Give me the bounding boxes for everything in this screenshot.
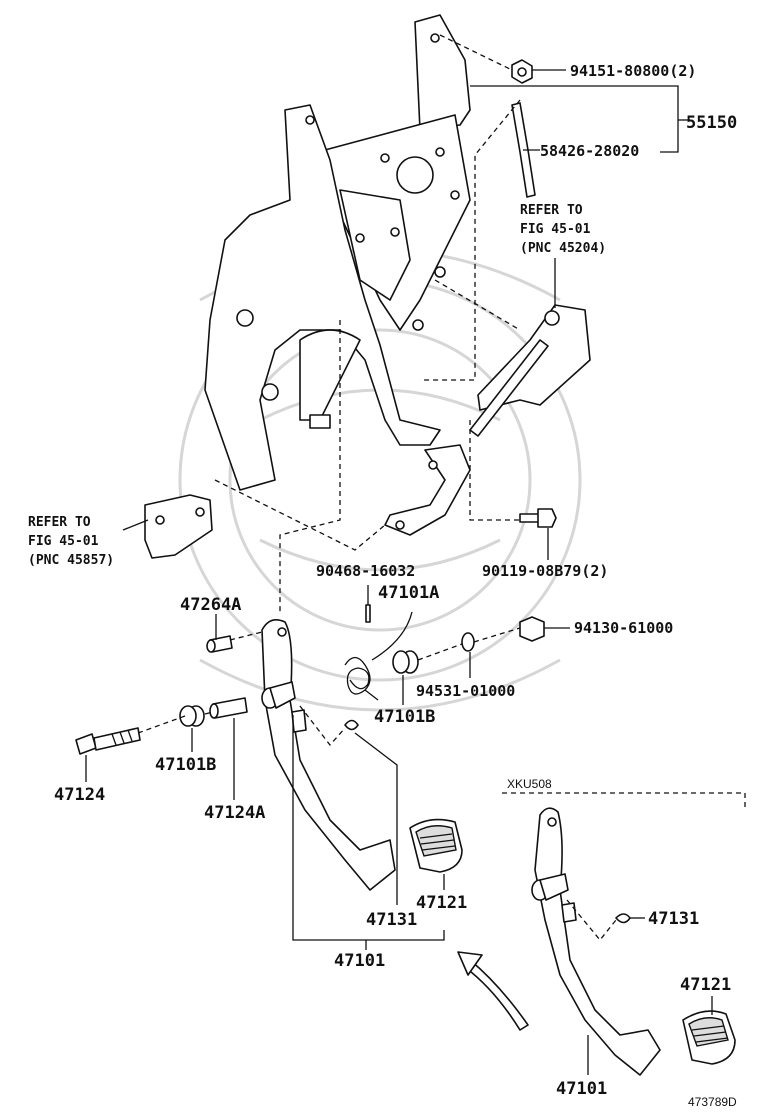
- return-spring: [344, 656, 379, 701]
- left-bracket: [144, 494, 213, 559]
- clip-47131-right: [615, 913, 631, 924]
- figure-id: 473789D: [688, 1095, 737, 1109]
- nut-94151: [511, 59, 533, 84]
- label-90119: 90119-08B79(2): [482, 562, 608, 580]
- dashed-reference-lines: [137, 34, 746, 942]
- label-47131-center: 47131: [366, 910, 417, 930]
- label-47101B-center: 47101B: [374, 707, 435, 727]
- label-47101B-left: 47101B: [155, 755, 216, 775]
- pin-90468: [365, 604, 371, 623]
- label-94531: 94531-01000: [416, 682, 515, 700]
- bolt-47124: [75, 727, 141, 755]
- leader-lines: [85, 69, 713, 1075]
- ref-left-line-2: FIG 45-01: [28, 534, 99, 549]
- label-47121-center: 47121: [416, 893, 467, 913]
- label-47131-right: 47131: [648, 909, 699, 929]
- ref-top-line-1: REFER TO: [520, 203, 583, 218]
- ref-top-line-2: FIG 45-01: [520, 222, 591, 237]
- pedal-support-bracket: [204, 14, 471, 491]
- variant-arrow: [457, 951, 529, 1031]
- bolt-90119: [519, 508, 557, 528]
- label-47101-right: 47101: [556, 1079, 607, 1099]
- label-47101-center: 47101: [334, 951, 385, 971]
- ref-left-line-1: REFER TO: [28, 515, 91, 530]
- label-55150: 55150: [686, 113, 737, 133]
- clip-47131-center: [344, 719, 359, 731]
- bushing-47101B-left: [179, 705, 205, 727]
- label-94151: 94151-80800(2): [570, 62, 696, 80]
- collar-47124A: [209, 697, 248, 719]
- washer-94531: [461, 632, 475, 652]
- label-94130: 94130-61000: [574, 619, 673, 637]
- pin-47264A: [206, 635, 233, 653]
- label-58426: 58426-28020: [540, 142, 639, 160]
- pedal-pad-center: [409, 818, 463, 873]
- master-cylinder-bracket: [384, 304, 591, 536]
- pedal-pad-right: [682, 1010, 736, 1065]
- label-47101A: 47101A: [378, 583, 439, 603]
- label-47121-right: 47121: [680, 975, 731, 995]
- clutch-pedal-center: [261, 619, 396, 891]
- ref-top-line-3: (PNC 45204): [520, 241, 606, 256]
- ref-left-line-3: (PNC 45857): [28, 553, 114, 568]
- label-90468: 90468-16032: [316, 562, 415, 580]
- variant-code-label: XKU508: [507, 777, 552, 791]
- label-47124A: 47124A: [204, 803, 265, 823]
- clutch-pedal-right: [531, 807, 661, 1076]
- label-47264A: 47264A: [180, 595, 241, 615]
- nut-94130: [519, 616, 545, 642]
- bushing-47101B-center: [392, 650, 419, 674]
- label-47124: 47124: [54, 785, 105, 805]
